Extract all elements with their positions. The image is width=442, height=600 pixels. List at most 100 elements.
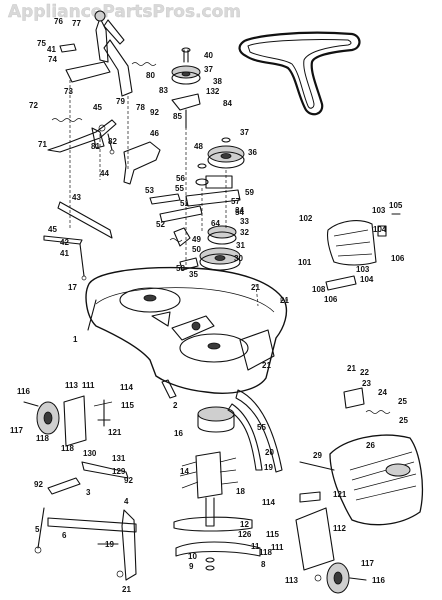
watermark-text: AppliancePartsPros.com	[8, 2, 241, 22]
part-callout: 92	[150, 108, 159, 117]
part-callout: 118	[36, 434, 49, 443]
part-callout: 14	[180, 467, 189, 476]
part-callout: 9	[189, 562, 194, 571]
part-callout: 32	[240, 228, 249, 237]
drive-belt-inset	[238, 31, 361, 116]
part-callout: 3	[86, 488, 91, 497]
part-callout: 23	[362, 379, 371, 388]
discharge-chute-small	[325, 213, 401, 291]
part-callout: 104	[373, 225, 387, 234]
part-callout: 111	[271, 543, 284, 552]
part-callout: 112	[333, 524, 346, 533]
part-callout: 103	[372, 206, 386, 215]
part-callout: 114	[120, 383, 133, 392]
idler-arms	[43, 141, 203, 281]
part-callout: 5	[35, 525, 40, 534]
part-callout: 58	[176, 264, 185, 273]
part-callout: 103	[356, 265, 370, 274]
part-callout: 40	[204, 51, 213, 60]
part-callout: 56	[176, 174, 185, 183]
part-callout: 25	[399, 416, 408, 425]
part-callout: 74	[48, 55, 57, 64]
part-callout: 75	[37, 39, 46, 48]
part-callout: 113	[65, 381, 78, 390]
blade-spindle	[161, 379, 283, 571]
left-gauge-wheel	[23, 395, 113, 447]
part-callout: 42	[60, 238, 69, 247]
part-callout: 118	[61, 444, 74, 453]
part-callout: 121	[333, 490, 347, 499]
part-callout: 92	[34, 480, 43, 489]
part-callout: 55	[257, 423, 266, 432]
part-callout: 114	[262, 498, 275, 507]
part-callout: 12	[240, 520, 249, 529]
part-callout: 102	[299, 214, 313, 223]
part-callout: 30	[234, 254, 243, 263]
part-callout: 106	[391, 254, 405, 263]
part-callout: 132	[206, 87, 220, 96]
part-callout: 73	[64, 87, 73, 96]
part-callout: 24	[378, 388, 387, 397]
part-callout: 131	[112, 454, 126, 463]
part-callout: 51	[180, 199, 189, 208]
part-callout: 29	[313, 451, 322, 460]
part-callout: 121	[108, 428, 122, 437]
part-callout: 21	[122, 585, 131, 594]
part-callout: 35	[189, 270, 198, 279]
part-callout: 19	[264, 463, 273, 472]
part-callout: 81	[91, 142, 100, 151]
part-callout: 21	[262, 361, 271, 370]
part-callout: 82	[108, 137, 117, 146]
part-callout: 115	[121, 401, 134, 410]
part-callout: 10	[188, 552, 197, 561]
part-callout: 126	[238, 530, 252, 539]
part-callout: 44	[100, 169, 109, 178]
part-callout: 116	[372, 576, 385, 585]
part-callout: 49	[192, 235, 201, 244]
part-callout: 26	[366, 441, 375, 450]
mandrel-pulleys	[171, 47, 245, 271]
part-callout: 64	[211, 219, 220, 228]
part-callout: 85	[173, 112, 182, 121]
part-callout: 17	[68, 283, 77, 292]
part-callout: 53	[145, 186, 154, 195]
part-callout: 43	[72, 193, 81, 202]
part-callout: 8	[261, 560, 266, 569]
part-callout: 129	[112, 467, 126, 476]
part-callout: 106	[324, 295, 338, 304]
part-callout: 83	[159, 86, 168, 95]
part-callout: 77	[72, 19, 81, 28]
part-callout: 80	[146, 71, 155, 80]
part-callout: 84	[223, 99, 232, 108]
part-callout: 108	[312, 285, 326, 294]
part-callout: 111	[82, 381, 95, 390]
part-callout: 45	[48, 225, 57, 234]
part-callout: 46	[150, 129, 159, 138]
part-callout: 1	[73, 335, 78, 344]
part-callout: 37	[204, 65, 213, 74]
part-callout: 41	[60, 249, 69, 258]
part-callout: 117	[361, 559, 374, 568]
part-callout: 72	[29, 101, 38, 110]
part-callout: 104	[360, 275, 374, 284]
part-callout: 45	[93, 103, 102, 112]
part-callout: 25	[398, 397, 407, 406]
part-callout: 21	[347, 364, 356, 373]
part-callout: 71	[38, 140, 47, 149]
front-link-bars	[34, 461, 137, 581]
part-callout: 54	[235, 208, 244, 217]
part-callout: 2	[173, 401, 178, 410]
part-callout: 92	[124, 476, 133, 485]
part-callout: 31	[236, 241, 245, 250]
part-callout: 117	[10, 426, 23, 435]
part-callout: 52	[156, 220, 165, 229]
part-callout: 55	[175, 184, 184, 193]
part-callout: 130	[83, 449, 97, 458]
part-callout: 22	[360, 368, 369, 377]
part-callout: 105	[389, 201, 403, 210]
part-callout: 6	[62, 531, 67, 540]
part-callout: 19	[105, 540, 114, 549]
part-callout: 76	[54, 17, 63, 26]
